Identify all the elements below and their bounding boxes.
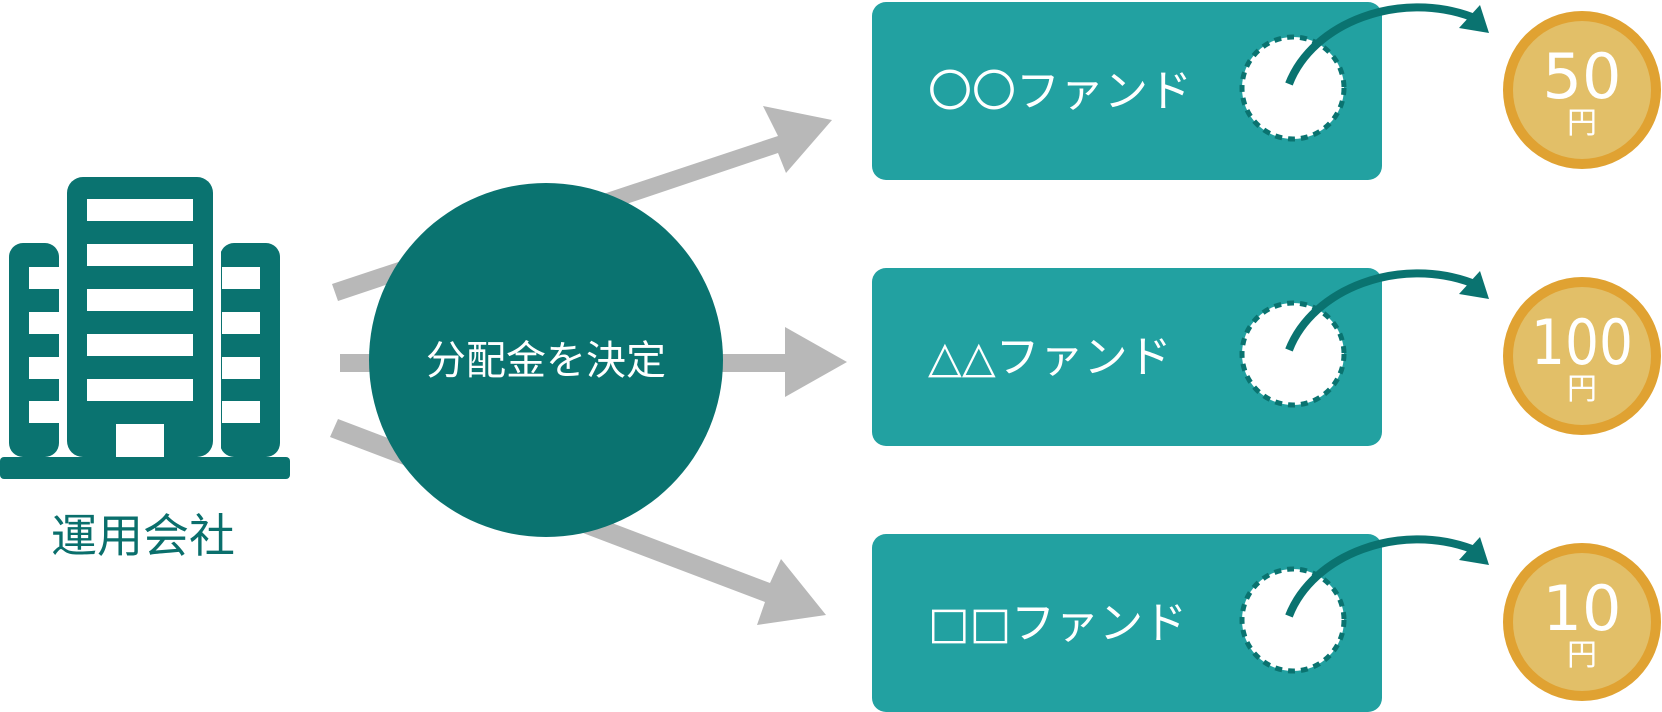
fund-box [872, 268, 1382, 446]
curved-arrow-icon [1285, 3, 1474, 86]
coin: 50 円 [1503, 11, 1661, 169]
coin-amount: 100 [1531, 306, 1633, 379]
coin-unit: 円 [1567, 638, 1597, 673]
fund-box [872, 534, 1382, 712]
coin: 10 円 [1503, 543, 1661, 701]
dashed-circle-icon [1239, 566, 1347, 674]
decision-circle [369, 183, 723, 537]
company-label: 運用会社 [51, 509, 235, 563]
fund-row: 〇〇ファンド 50 円 [872, 2, 1661, 180]
curved-arrow-icon [1285, 269, 1474, 352]
fund-name: □□ファンド [928, 598, 1187, 649]
curved-arrow-head-icon [1459, 5, 1489, 33]
coin-unit: 円 [1567, 106, 1597, 141]
dashed-circle-icon [1239, 300, 1347, 408]
building-icon [0, 177, 290, 479]
fund-row: □□ファンド 10 円 [872, 534, 1661, 712]
curved-arrow-head-icon [1459, 271, 1489, 299]
coin-amount: 10 [1543, 572, 1622, 645]
coin: 100 円 [1503, 277, 1661, 435]
dashed-circle-icon [1239, 34, 1347, 142]
coin-amount: 50 [1543, 40, 1622, 113]
fund-row: △△ファンド 100 円 [872, 268, 1661, 446]
curved-arrow-head-icon [1459, 537, 1489, 565]
curved-arrow-icon [1285, 535, 1474, 618]
coin-unit: 円 [1567, 372, 1597, 407]
fund-box [872, 2, 1382, 180]
fund-name: 〇〇ファンド [928, 66, 1192, 117]
fund-name: △△ファンド [928, 332, 1172, 383]
decision-label: 分配金を決定 [426, 338, 666, 384]
